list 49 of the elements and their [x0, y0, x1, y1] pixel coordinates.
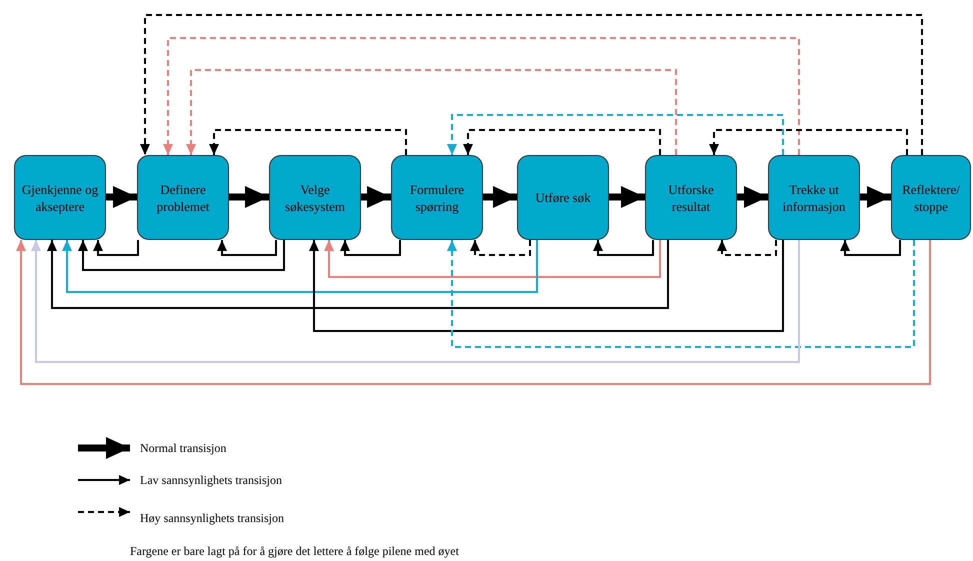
legend-text: Høy sannsynlighets transisjon [140, 511, 284, 525]
arrow [309, 240, 784, 332]
process-box [645, 155, 737, 240]
thick-arrow [483, 186, 517, 208]
box-label: Utføre søk [535, 189, 591, 206]
thick-arrow [737, 186, 768, 208]
box-label: Velge søkesystem [284, 180, 346, 214]
process-box [517, 155, 609, 240]
arrow [47, 240, 669, 309]
process-box [391, 155, 483, 240]
thick-arrow [361, 186, 391, 208]
dashed-arrow [709, 129, 908, 155]
arrow [78, 240, 285, 271]
dashed-arrow [717, 240, 777, 256]
note-text: Fargene er bare lagt på for å gjøre det lettere å følge pilene med øyet [130, 544, 459, 558]
thick-arrow [229, 186, 269, 208]
arrow [840, 240, 901, 256]
box-label: Reflektere/ stoppe [901, 180, 961, 214]
box-label: Formulere spørring [408, 180, 466, 214]
arrow [93, 240, 139, 256]
dashed-arrow [447, 240, 915, 348]
process-box [768, 155, 860, 240]
dashed-arrow [186, 69, 677, 155]
arrow [324, 240, 661, 278]
dashed-arrow [163, 37, 800, 155]
arrow [593, 240, 654, 256]
process-box [269, 155, 361, 240]
arrow [16, 240, 931, 385]
arrow [62, 240, 538, 293]
thick-arrow [860, 186, 891, 208]
box-label: Definere problemet [156, 180, 210, 214]
box-label: Trekke ut informasjon [782, 180, 846, 214]
dashed-arrow [447, 114, 784, 155]
arrow [340, 240, 401, 256]
arrow [31, 240, 800, 363]
dashed-arrow [209, 129, 407, 155]
arrow [217, 240, 277, 256]
process-box [14, 155, 106, 240]
dashed-arrow [140, 14, 923, 155]
thick-arrow [106, 186, 137, 208]
dashed-arrow [463, 129, 661, 155]
box-label: Gjenkjenne og akseptere [20, 180, 100, 214]
legend-text: Lav sannsynlighets transisjon [140, 473, 282, 487]
legend-text: Normal transisjon [140, 441, 226, 455]
box-label: Utforske resultat [667, 180, 715, 214]
process-box [137, 155, 229, 240]
dashed-arrow [470, 240, 531, 256]
process-box [891, 155, 971, 240]
thick-arrow [609, 186, 645, 208]
